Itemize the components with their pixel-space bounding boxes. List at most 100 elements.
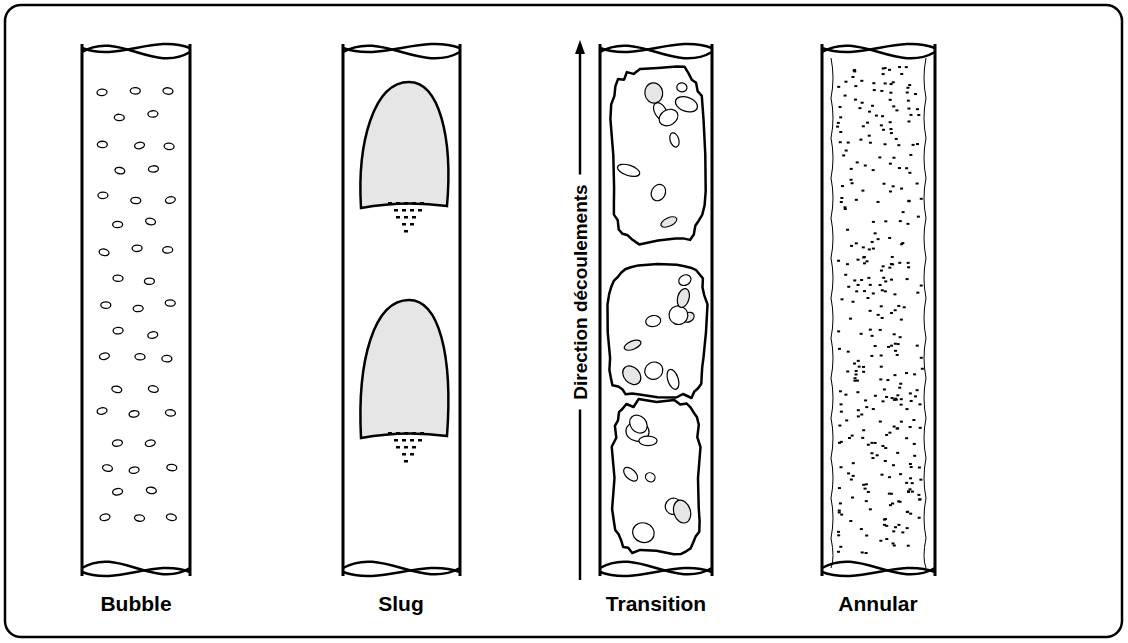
entrained-droplet [857, 360, 860, 362]
entrained-droplet [839, 390, 842, 392]
entrained-droplet [901, 531, 904, 533]
gas-bubble [148, 385, 159, 393]
entrained-droplet [881, 317, 884, 319]
entrained-droplet [898, 167, 901, 169]
entrained-droplet [907, 262, 910, 264]
entrained-droplet [866, 297, 869, 299]
entrained-droplet [882, 400, 885, 402]
entrained-droplet [872, 248, 875, 250]
liquid-droplet [648, 182, 668, 203]
entrained-droplet [859, 139, 862, 141]
small-bubble [404, 460, 408, 463]
entrained-droplet [864, 488, 867, 490]
entrained-droplet [880, 474, 883, 476]
pipe-wall [189, 44, 192, 576]
entrained-droplet [855, 242, 858, 244]
entrained-droplet [881, 445, 884, 447]
entrained-droplet [860, 80, 863, 82]
entrained-droplet [909, 114, 912, 116]
entrained-droplet [896, 394, 899, 396]
flow-arrow-shaft [579, 52, 582, 175]
entrained-droplet [916, 345, 919, 347]
liquid-droplet [675, 287, 691, 309]
entrained-droplet [900, 319, 903, 321]
entrained-droplet [898, 262, 901, 264]
entrained-droplet [891, 256, 894, 258]
pipe-wall [81, 44, 84, 576]
gas-bubble [113, 221, 123, 227]
small-bubble [396, 216, 400, 219]
entrained-droplet [907, 100, 910, 102]
liquid-droplet [619, 362, 645, 388]
gas-bubble [144, 278, 154, 285]
entrained-droplet [884, 518, 887, 520]
entrained-droplet [865, 535, 868, 537]
entrained-droplet [882, 183, 885, 185]
entrained-droplet [862, 125, 865, 127]
entrained-droplet [860, 279, 863, 281]
entrained-droplet [844, 394, 847, 396]
entrained-droplet [920, 357, 923, 359]
entrained-droplet [862, 484, 865, 486]
entrained-droplet [874, 395, 877, 397]
entrained-droplet [839, 502, 842, 504]
entrained-droplet [853, 70, 856, 72]
gas-bubble [112, 488, 123, 496]
entrained-droplet [895, 138, 898, 140]
entrained-droplet [916, 108, 919, 110]
entrained-droplet [890, 312, 893, 314]
entrained-droplet [870, 452, 873, 454]
entrained-droplet [886, 379, 889, 381]
entrained-droplet [877, 201, 880, 203]
entrained-droplet [894, 398, 897, 400]
pipe-cut [600, 44, 712, 52]
entrained-droplet [871, 105, 874, 107]
small-bubble [388, 432, 392, 435]
entrained-droplet [855, 370, 858, 372]
entrained-droplet [889, 190, 892, 192]
entrained-droplet [884, 67, 887, 69]
small-bubble [418, 209, 422, 212]
entrained-droplet [905, 372, 908, 374]
gas-bubble [97, 141, 107, 148]
entrained-droplet [865, 552, 868, 554]
entrained-droplet [909, 477, 912, 479]
entrained-droplet [869, 142, 872, 144]
gas-bubble [134, 514, 145, 521]
entrained-droplet [893, 333, 896, 335]
liquid-droplet [645, 314, 662, 327]
pipe-wall [599, 44, 602, 576]
entrained-droplet [884, 447, 887, 449]
entrained-droplet [874, 442, 877, 444]
small-bubble [396, 432, 400, 435]
entrained-droplet [907, 108, 910, 110]
entrained-droplet [882, 73, 885, 75]
entrained-droplet [896, 427, 899, 429]
entrained-droplet [862, 366, 865, 368]
entrained-droplet [874, 345, 877, 347]
liquid-droplet [621, 465, 640, 484]
entrained-droplet [839, 141, 842, 143]
entrained-droplet [861, 190, 864, 192]
small-bubble [404, 230, 408, 233]
entrained-droplet [841, 298, 844, 300]
small-bubble [410, 439, 414, 442]
entrained-droplet [850, 168, 853, 170]
entrained-droplet [846, 370, 849, 372]
entrained-droplet [907, 545, 910, 547]
entrained-droplet [906, 87, 909, 89]
entrained-droplet [913, 373, 916, 375]
entrained-droplet [889, 92, 892, 94]
entrained-droplet [862, 246, 865, 248]
entrained-droplet [862, 371, 865, 373]
entrained-droplet [885, 396, 888, 398]
gas-bubble [163, 247, 173, 254]
entrained-droplet [892, 105, 895, 107]
entrained-droplet [920, 285, 923, 287]
entrained-droplet [867, 444, 870, 446]
liquid-droplet [668, 132, 681, 149]
entrained-droplet [837, 551, 840, 553]
entrained-droplet [861, 102, 864, 104]
entrained-droplet [880, 90, 883, 92]
entrained-droplet [863, 256, 866, 258]
